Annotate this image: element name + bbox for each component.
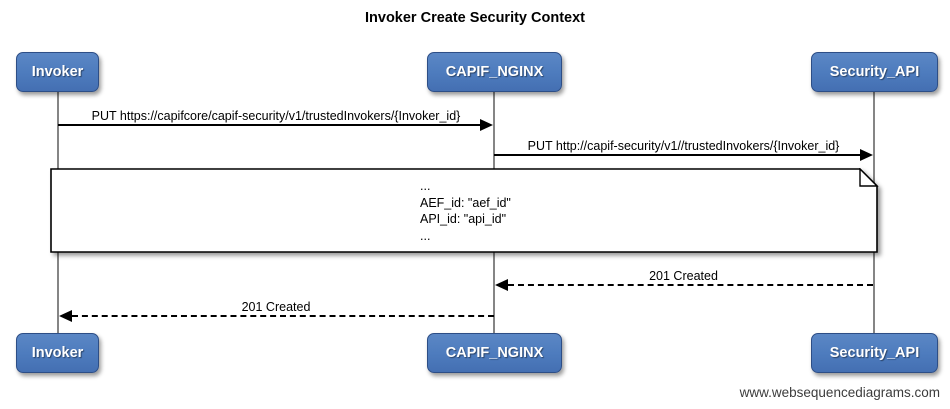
message-2-label: PUT http://capif-security/v1//trustedInv… [527,139,840,153]
actor-label: Security_API [829,64,920,80]
actor-label: Security_API [829,345,920,361]
actor-box-invoker-bottom: Invoker [16,333,99,373]
note-shape [50,168,879,253]
message-1-label: PUT https://capifcore/capif-security/v1/… [91,109,461,123]
note-fold-icon [859,168,879,187]
arrowhead-right-icon [480,119,493,131]
message-4-line [72,315,494,317]
actor-label: CAPIF_NGINX [445,64,544,80]
actor-box-invoker-top: Invoker [16,52,99,92]
arrowhead-left-icon [59,310,72,322]
actor-box-capif-nginx-bottom: CAPIF_NGINX [427,333,562,373]
message-4-label: 201 Created [241,300,311,314]
actor-box-security-api-bottom: Security_API [811,333,938,373]
actor-box-capif-nginx-top: CAPIF_NGINX [427,52,562,92]
message-3-label: 201 Created [649,269,718,283]
actor-label: CAPIF_NGINX [445,345,544,361]
note-text: ... AEF_id: "aef_id" API_id: "api_id" ..… [420,179,511,243]
arrowhead-left-icon [495,279,508,291]
actor-label: Invoker [31,345,84,361]
diagram-title: Invoker Create Security Context [365,10,585,26]
arrowhead-right-icon [860,149,873,161]
actor-label: Invoker [31,64,84,80]
message-1-line [58,124,482,126]
actor-box-security-api-top: Security_API [811,52,938,92]
message-3-line [508,284,873,286]
message-2-line [494,154,861,156]
watermark: www.websequencediagrams.com [739,385,940,400]
